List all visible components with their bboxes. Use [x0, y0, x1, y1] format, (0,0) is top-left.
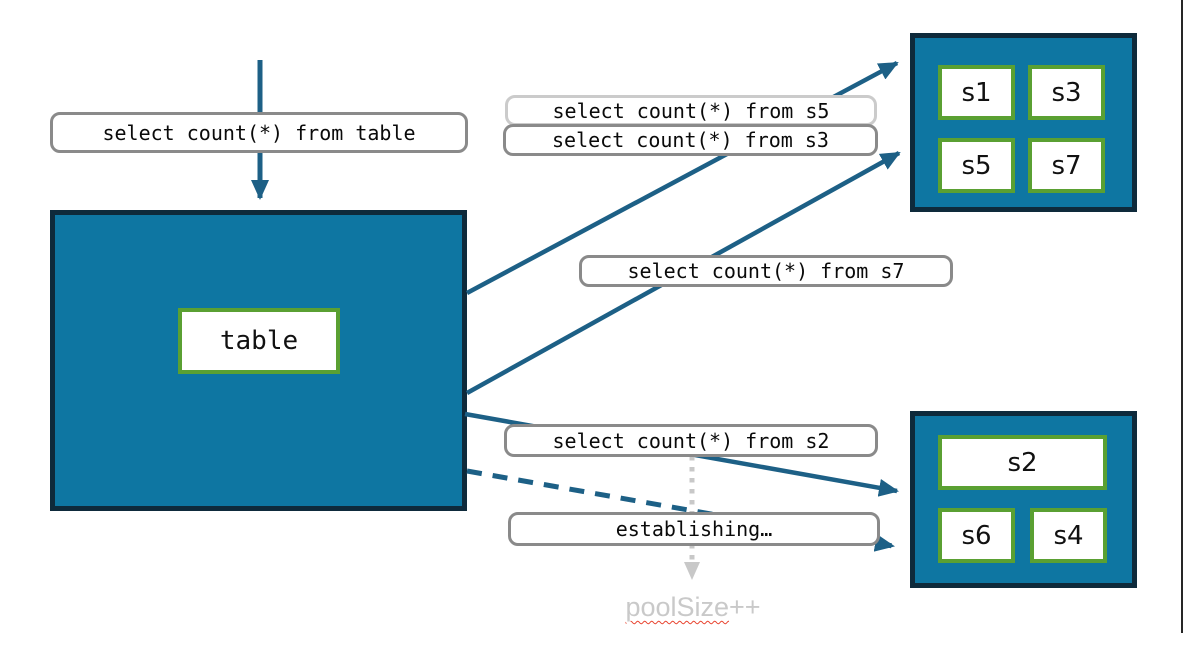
query-text: select count(*) from s2 [552, 428, 830, 453]
query-label-s3[interactable]: select count(*) from s3 [503, 124, 878, 156]
shard-label: s2 [1007, 447, 1038, 478]
shard-box-s4[interactable]: s4 [1030, 508, 1107, 563]
shard-label: s1 [961, 77, 992, 108]
canvas-right-edge [1181, 0, 1183, 633]
shard-label: s3 [1051, 77, 1082, 108]
query-text: select count(*) from s3 [552, 128, 829, 152]
shard-box-s5[interactable]: s5 [938, 138, 1015, 193]
query-text: establishing… [615, 517, 773, 541]
query-label-establishing[interactable]: establishing… [508, 512, 880, 546]
shard-label: s4 [1053, 520, 1084, 551]
shard-box-s2[interactable]: s2 [938, 435, 1107, 490]
query-label-s5[interactable]: select count(*) from s5 [505, 95, 877, 126]
table-label-box[interactable]: table [178, 308, 340, 374]
query-label-table[interactable]: select count(*) from table [50, 112, 468, 153]
query-text: select count(*) from table [102, 120, 416, 145]
query-text: select count(*) from s7 [627, 259, 905, 283]
shard-box-s1[interactable]: s1 [938, 65, 1015, 120]
poolsize-word: poolSize [625, 592, 730, 622]
poolsize-label[interactable]: poolSize++ [598, 592, 788, 623]
shard-box-s6[interactable]: s6 [938, 508, 1015, 563]
shard-box-s3[interactable]: s3 [1028, 65, 1105, 120]
query-label-s7[interactable]: select count(*) from s7 [579, 255, 953, 287]
shard-label: s7 [1051, 150, 1082, 181]
shard-label: s6 [961, 520, 992, 551]
arrow-establishing-dashed[interactable] [466, 468, 895, 552]
query-text: select count(*) from s5 [552, 98, 830, 123]
shard-label: s5 [961, 150, 992, 181]
table-label: table [219, 326, 299, 356]
poolsize-suffix: ++ [729, 592, 761, 622]
shard-box-s7[interactable]: s7 [1028, 138, 1105, 193]
query-label-s2[interactable]: select count(*) from s2 [504, 424, 878, 457]
